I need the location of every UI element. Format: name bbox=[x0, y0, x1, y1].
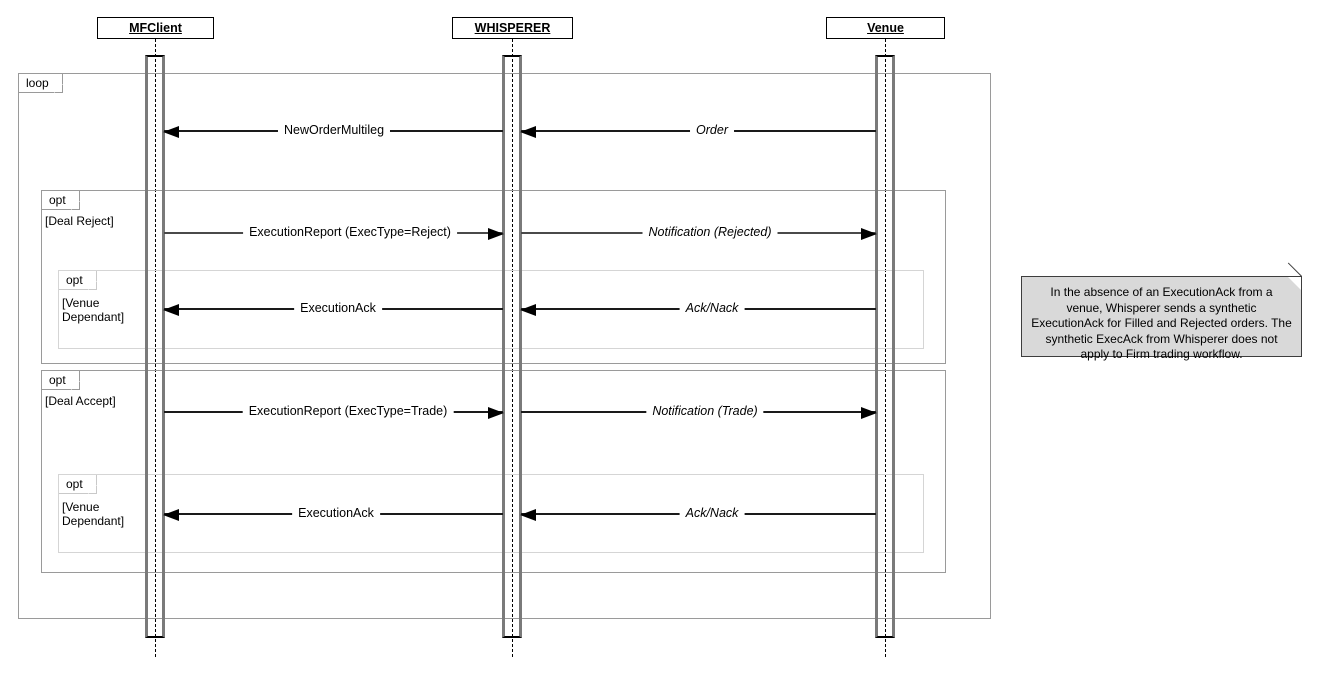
message-label-neworder-multileg: NewOrderMultileg bbox=[277, 123, 391, 137]
fragment-loop-operator: loop bbox=[19, 74, 63, 93]
participant-venue-label: Venue bbox=[867, 21, 904, 35]
arrowhead-left-icon bbox=[520, 126, 536, 138]
fragment-opt-deal-accept-operator: opt bbox=[42, 371, 80, 390]
fragment-opt-venue-dependant-accept-guard: [Venue Dependant] bbox=[62, 500, 125, 528]
message-label-executionreport-trade: ExecutionReport (ExecType=Trade) bbox=[242, 404, 454, 418]
fragment-opt-venue-dependant-reject-guard: [Venue Dependant] bbox=[62, 296, 125, 324]
arrowhead-left-icon bbox=[163, 509, 179, 521]
arrowhead-right-icon bbox=[861, 407, 877, 419]
message-label-executionack-trade: ExecutionAck bbox=[292, 506, 380, 520]
fragment-opt-venue-dependant-accept[interactable]: opt bbox=[58, 474, 924, 553]
message-label-executionack-reject: ExecutionAck bbox=[294, 301, 382, 315]
message-label-executionreport-reject: ExecutionReport (ExecType=Reject) bbox=[243, 225, 457, 239]
fragment-opt-deal-reject-guard: [Deal Reject] bbox=[45, 214, 114, 228]
arrowhead-left-icon bbox=[520, 304, 536, 316]
note-synthetic-execack[interactable]: In the absence of an ExecutionAck from a… bbox=[1021, 262, 1302, 361]
activation-bar-venue bbox=[875, 55, 895, 638]
fragment-opt-venue-dependant-reject[interactable]: opt bbox=[58, 270, 924, 349]
fragment-opt-deal-reject-operator: opt bbox=[42, 191, 80, 210]
participant-mfclient[interactable]: MFClient bbox=[97, 17, 214, 39]
arrowhead-left-icon bbox=[520, 509, 536, 521]
fragment-opt-deal-accept-guard: [Deal Accept] bbox=[45, 394, 116, 408]
fragment-opt-deal-reject[interactable]: opt bbox=[41, 190, 946, 364]
participant-venue[interactable]: Venue bbox=[826, 17, 945, 39]
activation-bar-mfclient bbox=[145, 55, 165, 638]
arrowhead-left-icon bbox=[163, 126, 179, 138]
note-text: In the absence of an ExecutionAck from a… bbox=[1031, 285, 1292, 361]
arrowhead-right-icon bbox=[488, 228, 504, 240]
arrowhead-left-icon bbox=[163, 304, 179, 316]
message-label-acknack-trade: Ack/Nack bbox=[679, 506, 745, 520]
message-label-notification-rejected: Notification (Rejected) bbox=[642, 225, 778, 239]
participant-whisperer-label: WHISPERER bbox=[474, 21, 551, 35]
note-fold-line-icon bbox=[1287, 262, 1302, 277]
participant-mfclient-label: MFClient bbox=[129, 21, 182, 35]
message-label-notification-trade: Notification (Trade) bbox=[646, 404, 764, 418]
note-fold-corner-icon bbox=[1288, 277, 1301, 290]
participant-whisperer[interactable]: WHISPERER bbox=[452, 17, 573, 39]
arrowhead-right-icon bbox=[488, 407, 504, 419]
fragment-opt-venue-dependant-accept-operator: opt bbox=[59, 475, 97, 494]
fragment-opt-venue-dependant-reject-operator: opt bbox=[59, 271, 97, 290]
message-label-order: Order bbox=[690, 123, 734, 137]
activation-bar-whisperer bbox=[502, 55, 522, 638]
message-label-acknack-reject: Ack/Nack bbox=[679, 301, 745, 315]
fragment-opt-deal-accept[interactable]: opt bbox=[41, 370, 946, 573]
arrowhead-right-icon bbox=[861, 228, 877, 240]
